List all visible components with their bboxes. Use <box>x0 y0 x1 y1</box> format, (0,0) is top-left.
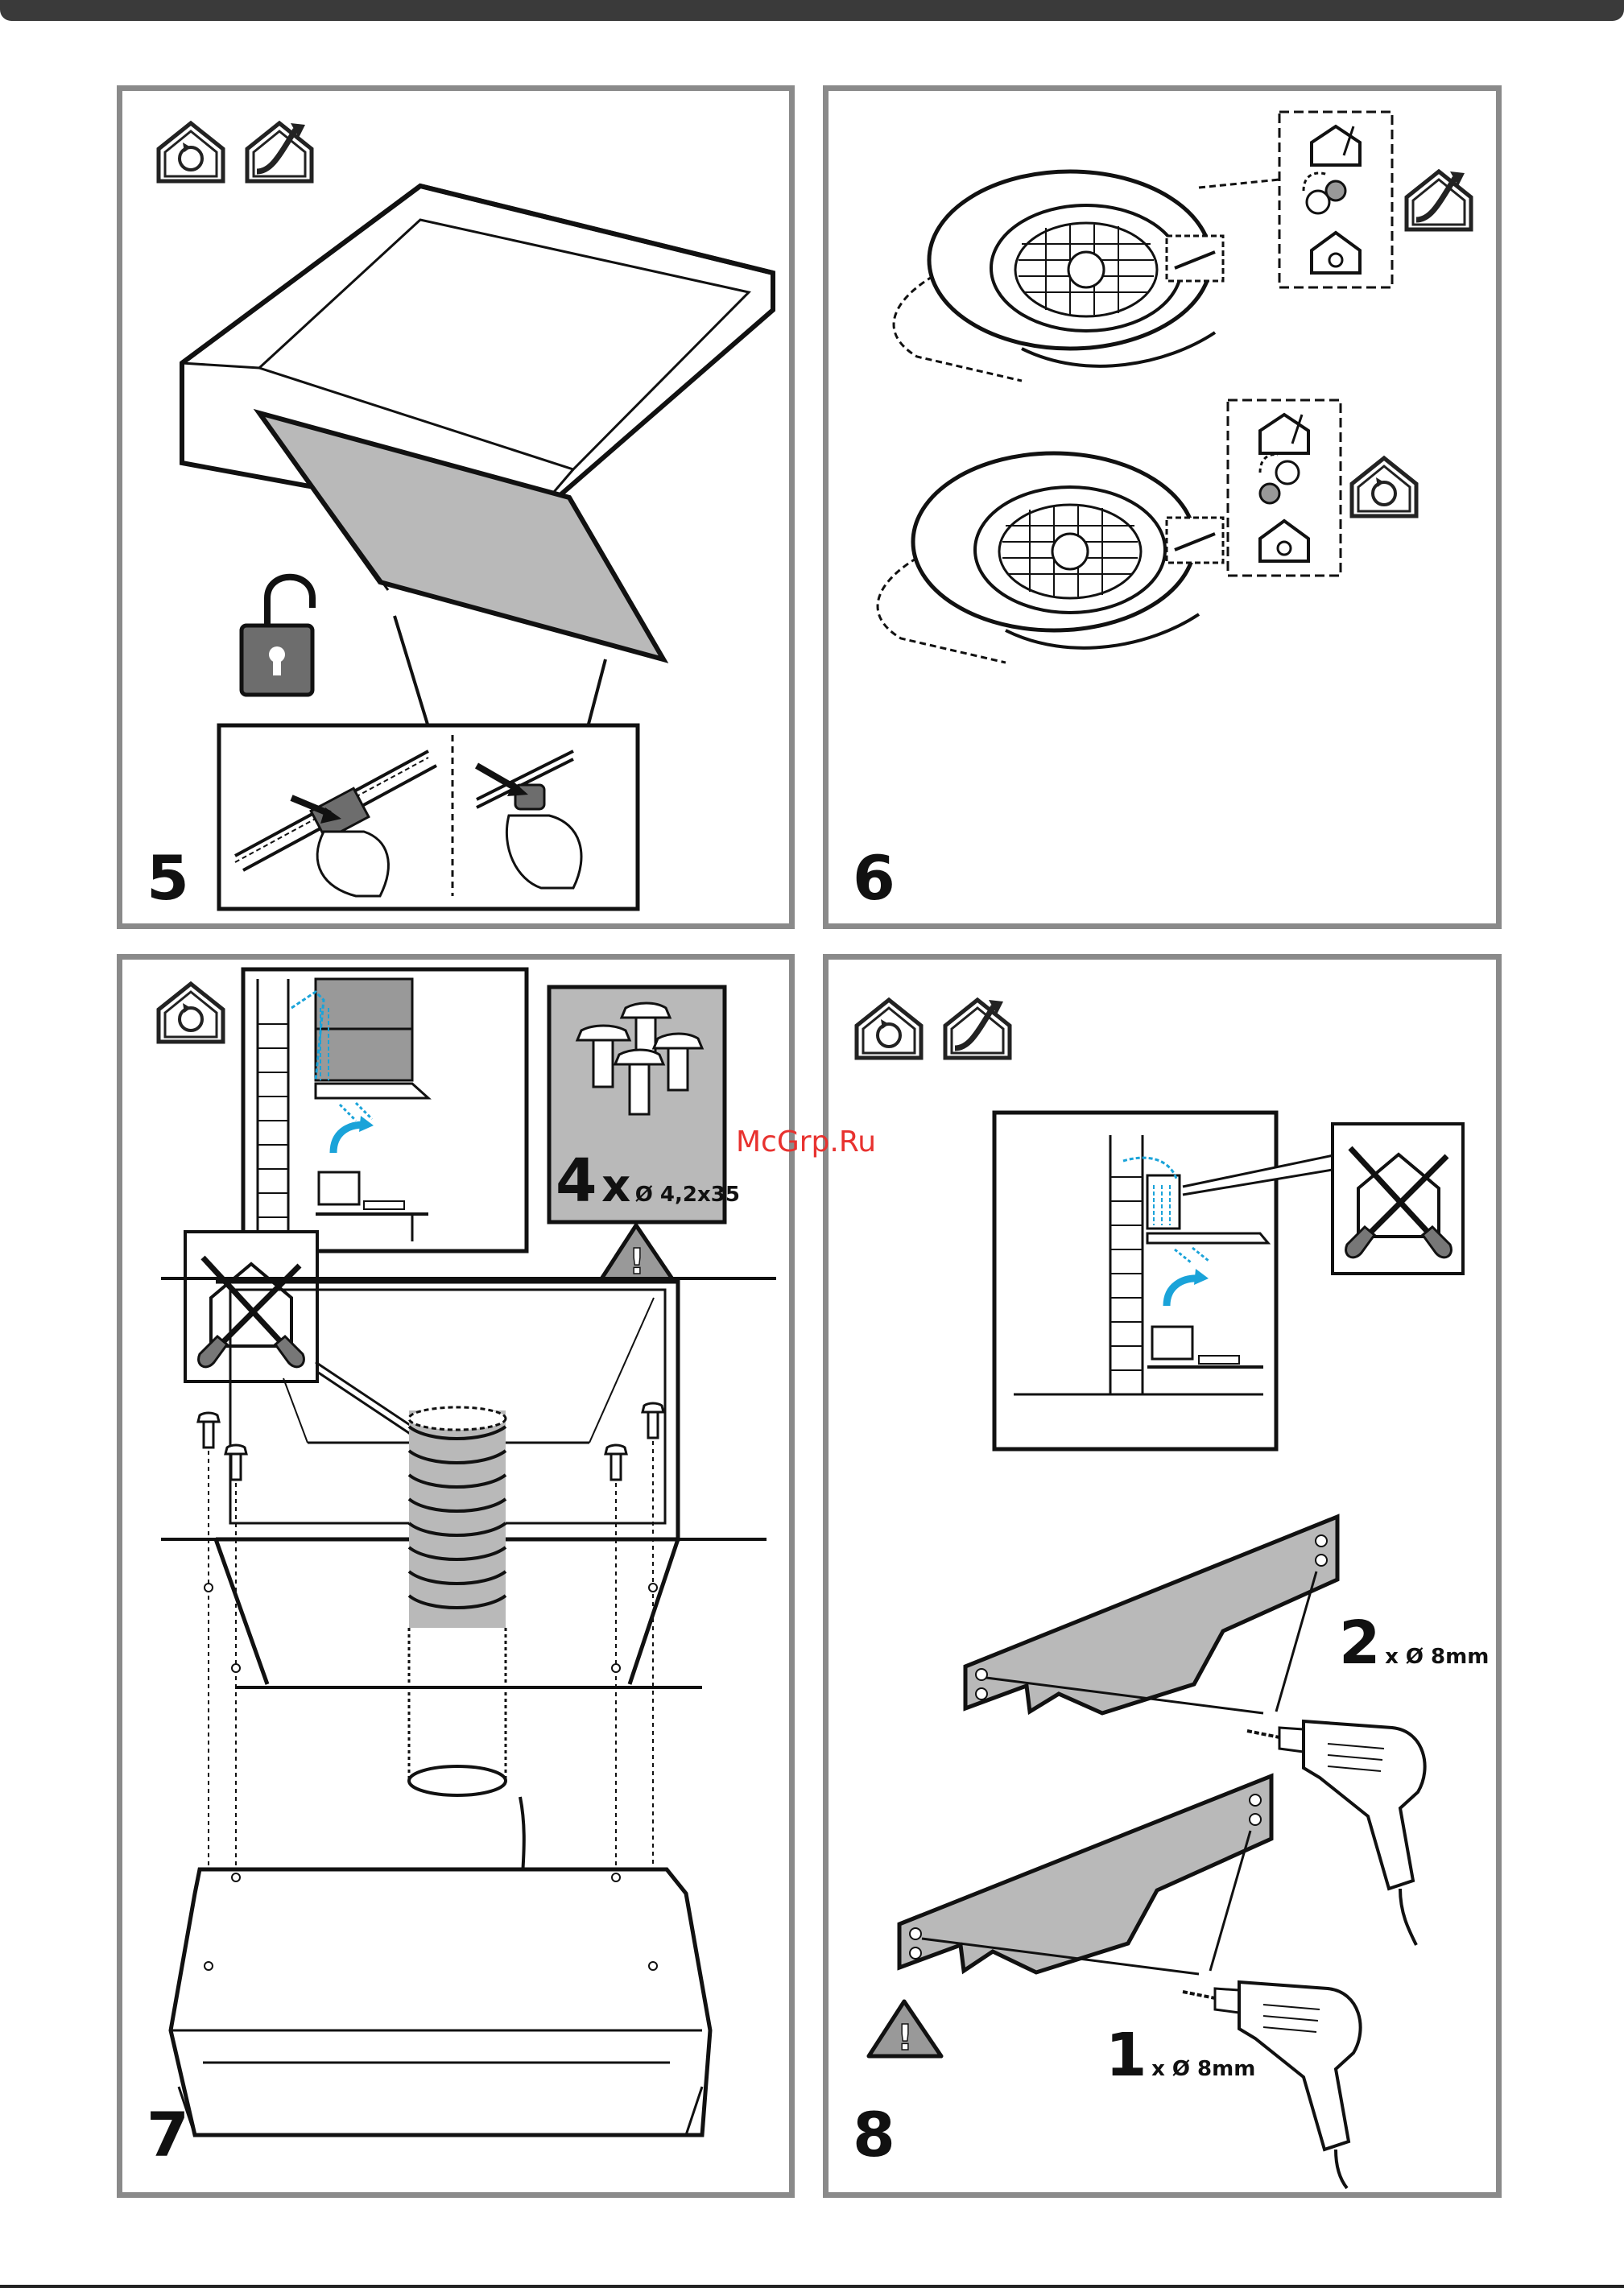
top-bar <box>0 0 1624 21</box>
watermark: McGrp.Ru <box>736 1125 876 1158</box>
crossed-tools-icon <box>185 1232 317 1381</box>
recirculation-house-icon <box>857 1000 921 1058</box>
panel-step-7: ! <box>117 954 795 2198</box>
extraction-mode-callout <box>1279 112 1392 287</box>
panel-step-8: ! 2 x Ø 8mm 1 x Ø 8mm 8 <box>823 954 1502 2198</box>
bottom-rule <box>0 2285 1624 2288</box>
svg-text:!: ! <box>897 2017 913 2059</box>
recirculation-house-icon <box>159 984 223 1042</box>
warning-triangle-icon: ! <box>869 2001 941 2059</box>
screws-spec: 4 x Ø 4,2x35 <box>556 1146 740 1216</box>
kitchen-installation-inset <box>243 969 527 1251</box>
step-number: 7 <box>147 2104 189 2166</box>
kitchen-installation-inset <box>994 1113 1276 1449</box>
panel-6-illustration <box>829 91 1496 923</box>
svg-text:!: ! <box>629 1241 645 1282</box>
recirculation-house-icon <box>1352 458 1416 516</box>
holes-bottom-spec: 1 x Ø 8mm <box>1105 2021 1255 2090</box>
screws-size: Ø 4,2x35 <box>635 1183 740 1207</box>
wall-bracket-upper <box>965 1517 1337 1713</box>
electric-drill-icon <box>1247 1721 1425 1945</box>
crossed-tools-icon <box>1333 1124 1463 1274</box>
recirculation-mode-callout <box>1228 400 1341 576</box>
padlock-open-icon <box>242 577 312 695</box>
warning-triangle-icon: ! <box>601 1225 673 1282</box>
recirculation-house-icon <box>159 123 223 181</box>
panel-7-illustration: ! <box>122 960 789 2192</box>
step-number: 6 <box>853 848 895 909</box>
step-number: 8 <box>853 2104 895 2166</box>
filter-latch-detail <box>219 725 638 909</box>
panel-8-illustration: ! <box>829 960 1496 2192</box>
extraction-house-icon <box>1407 171 1471 229</box>
holes-bottom-size: x Ø 8mm <box>1151 2057 1255 2081</box>
cooker-hood-body <box>171 1869 710 2135</box>
panel-step-5: 5 <box>117 85 795 929</box>
screws-count: 4 <box>556 1146 597 1216</box>
holes-top-size: x Ø 8mm <box>1385 1645 1489 1669</box>
extraction-house-icon <box>945 1000 1010 1058</box>
panel-5-illustration <box>122 91 789 923</box>
extraction-house-icon <box>247 123 312 181</box>
motor-blower-lower <box>878 453 1223 663</box>
holes-top-spec: 2 x Ø 8mm <box>1339 1609 1489 1678</box>
panel-step-6: 6 <box>823 85 1502 929</box>
holes-top-count: 2 <box>1339 1609 1381 1678</box>
flexible-duct <box>409 1407 506 1898</box>
step-number: 5 <box>147 848 189 909</box>
motor-blower-upper <box>894 171 1295 381</box>
holes-bottom-count: 1 <box>1105 2021 1147 2090</box>
screws-times: x <box>601 1160 630 1212</box>
